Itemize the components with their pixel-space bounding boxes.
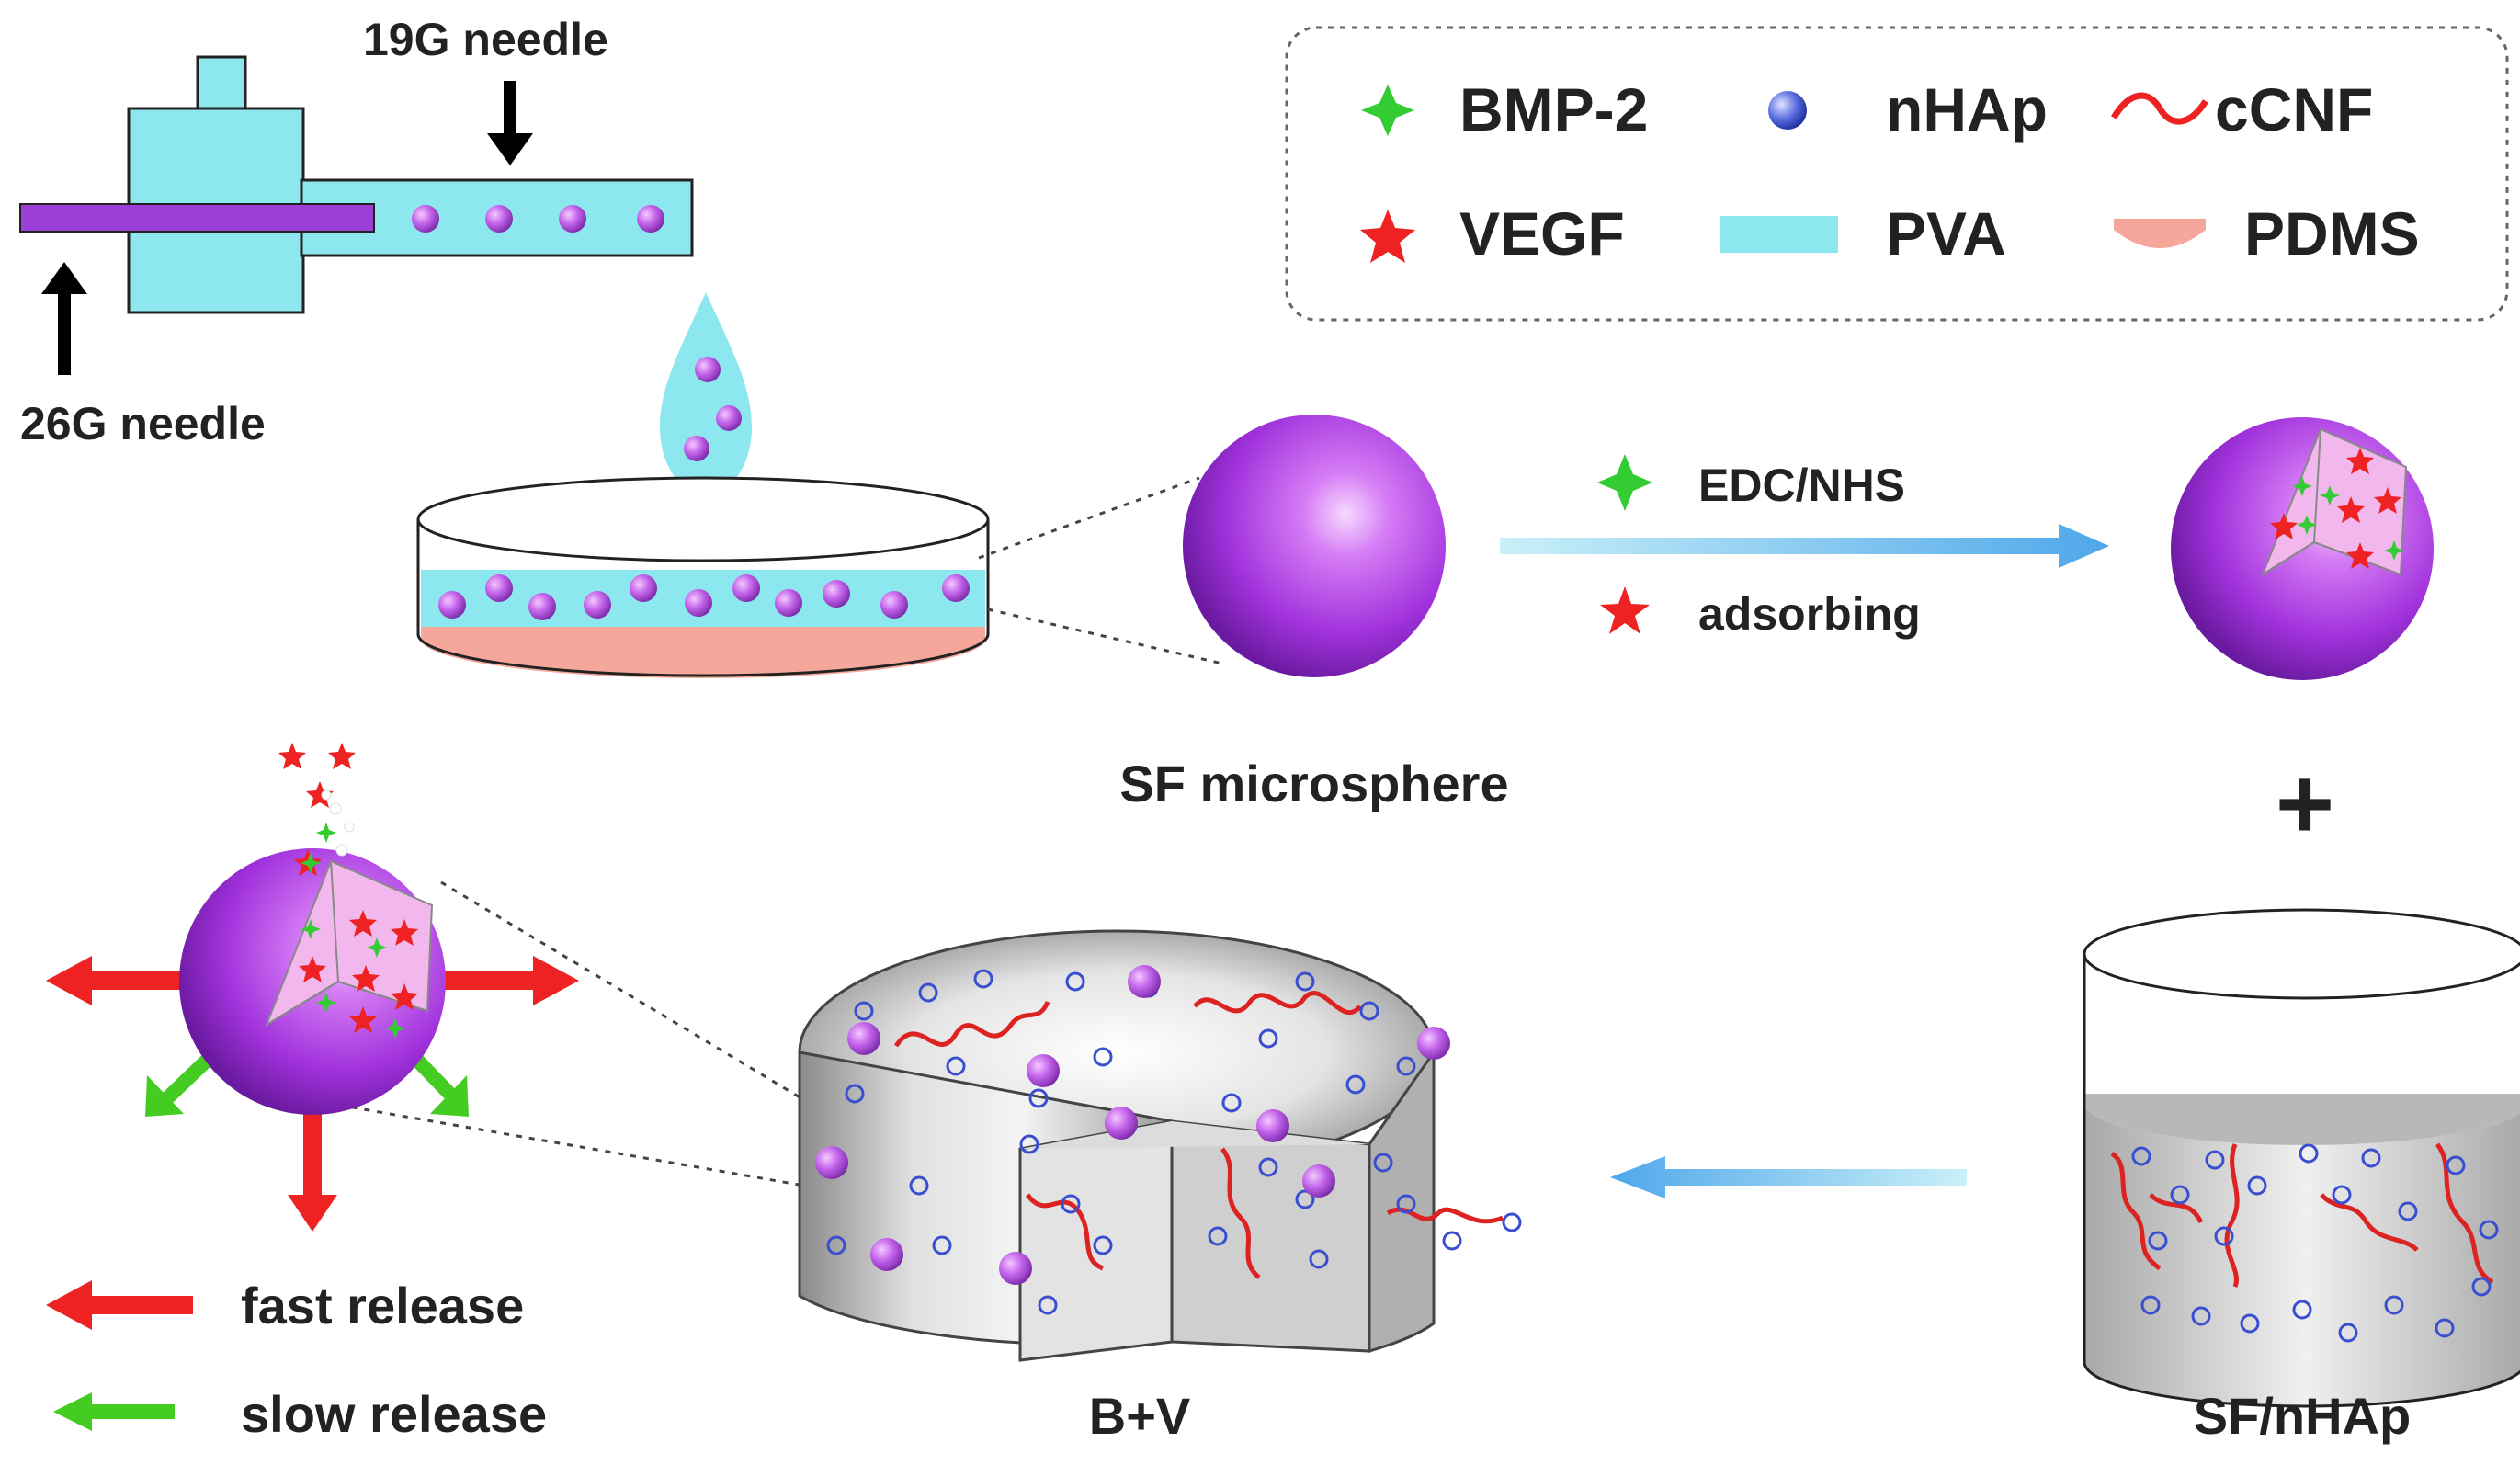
collection-dish xyxy=(416,476,990,678)
process-arrow xyxy=(1500,524,2109,568)
fast-release-arrows xyxy=(46,956,579,1232)
sf-nhap-beaker xyxy=(2083,908,2520,1408)
label-sf-nhap: SF/nHAp xyxy=(2194,1387,2411,1445)
legend: BMP-2 nHAp cCNF VEGF PVA PDMS xyxy=(1360,75,2420,267)
zoom-line-release-upper xyxy=(440,880,802,1100)
legend-label-ccnf: cCNF xyxy=(2215,75,2373,143)
arrow-26g xyxy=(41,262,87,375)
red-star-icon xyxy=(1600,586,1650,634)
arrow-19g xyxy=(487,81,533,165)
sf-microsphere xyxy=(1183,415,1446,677)
dish-beads xyxy=(438,574,970,620)
release-legend: fast release slow release xyxy=(46,1277,547,1443)
legend-label-nhap: nHAp xyxy=(1886,75,2048,143)
coaxial-needle xyxy=(19,55,694,314)
zoom-line-upper xyxy=(978,476,1200,560)
legend-label-vegf: VEGF xyxy=(1459,199,1625,267)
legend-label-bmp2: BMP-2 xyxy=(1459,75,1648,143)
green-star-icon xyxy=(1597,454,1652,511)
blue-ring-icon xyxy=(1768,91,1807,130)
needle-beads xyxy=(412,205,664,233)
legend-label-pva: PVA xyxy=(1886,199,2006,267)
label-sf-microsphere: SF microsphere xyxy=(1119,755,1508,812)
pink-dish-icon xyxy=(2114,219,2206,248)
bv-composite-scaffold xyxy=(798,929,1522,1362)
label-19g-needle: 19G needle xyxy=(363,14,608,65)
label-slow-release: slow release xyxy=(241,1385,547,1443)
cyan-bar-icon xyxy=(1720,216,1838,253)
red-wave-icon xyxy=(2110,92,2208,125)
droplet xyxy=(660,292,752,496)
mix-arrow xyxy=(1610,1156,1967,1198)
zoom-line-release-lower xyxy=(325,1101,805,1187)
label-fast-release: fast release xyxy=(241,1277,524,1334)
loaded-microsphere xyxy=(2171,417,2434,680)
release-microsphere xyxy=(46,743,579,1232)
plus-sign: + xyxy=(2276,747,2334,860)
label-edc-nhs: EDC/NHS xyxy=(1698,460,1905,511)
red-star-icon xyxy=(1360,210,1415,263)
label-26g-needle: 26G needle xyxy=(20,398,266,449)
zoom-line-lower xyxy=(987,608,1223,665)
label-adsorbing: adsorbing xyxy=(1698,588,1921,640)
green-star-icon xyxy=(1361,85,1414,136)
legend-label-pdms: PDMS xyxy=(2244,199,2420,267)
legend-box xyxy=(1285,26,2509,322)
label-bv: B+V xyxy=(1089,1387,1191,1445)
